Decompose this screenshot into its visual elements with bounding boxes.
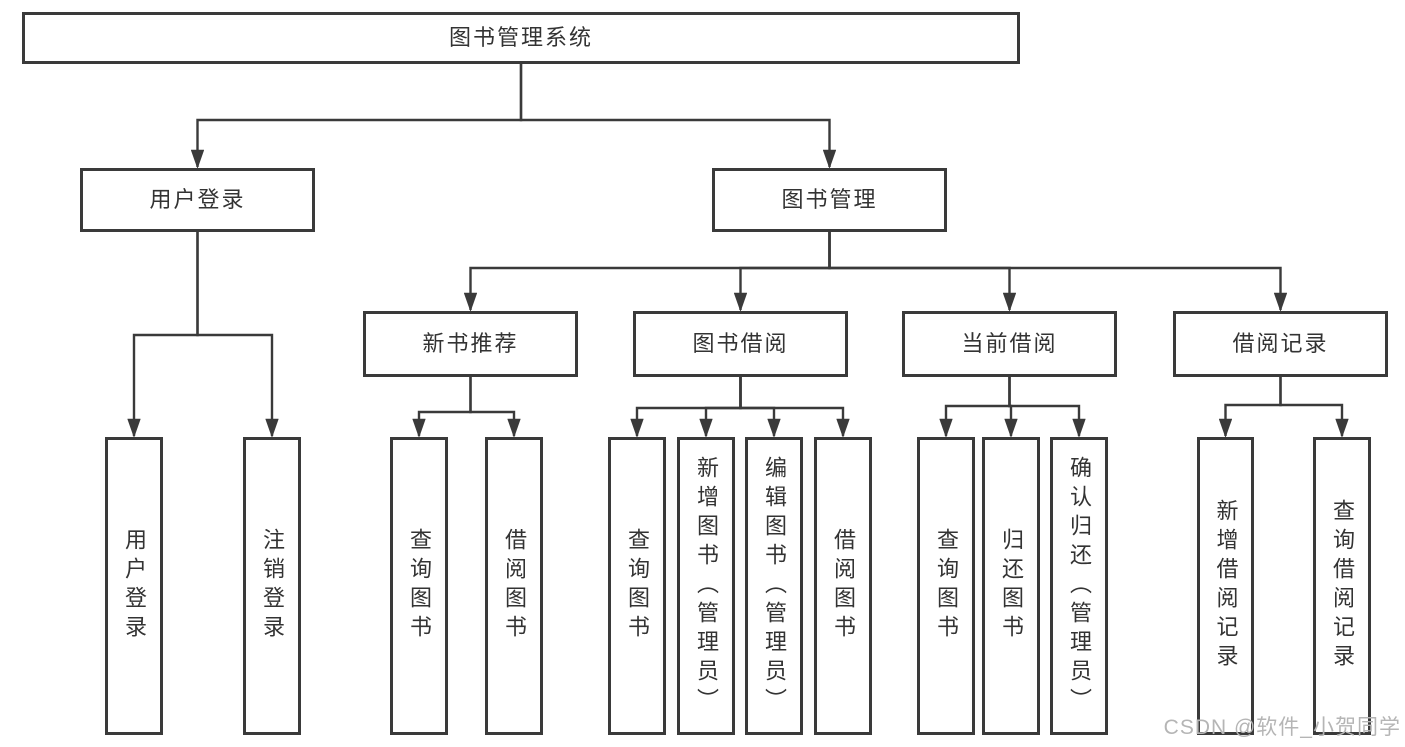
node-label-book-borrow: 图书借阅 <box>692 331 789 356</box>
node-label-new-book-rec: 新书推荐 <box>422 331 519 356</box>
node-leaf-query-borrow-record: 查询借阅记录 <box>1313 437 1371 735</box>
node-label-leaf-edit-book: 编辑图书（管理员） <box>762 455 787 717</box>
node-leaf-add-borrow-record: 新增借阅记录 <box>1197 437 1254 735</box>
node-leaf-return-book: 归还图书 <box>982 437 1040 735</box>
edge-book-borrow-to-leaf-borrow-book-2 <box>739 377 850 438</box>
edge-borrow-records-to-leaf-add-borrow-record <box>1218 377 1282 438</box>
edge-root-to-user-login <box>190 64 523 169</box>
edge-new-book-rec-to-leaf-query-book-1 <box>412 377 472 438</box>
node-label-current-borrow: 当前借阅 <box>961 331 1058 356</box>
node-leaf-query-book-3: 查询图书 <box>917 437 975 735</box>
node-label-leaf-add-book: 新增图书（管理员） <box>694 455 719 717</box>
node-label-leaf-borrow-book-1: 借阅图书 <box>502 528 527 644</box>
node-label-leaf-add-borrow-record: 新增借阅记录 <box>1213 499 1239 673</box>
node-label-leaf-query-borrow-record: 查询借阅记录 <box>1330 499 1355 673</box>
node-new-book-rec: 新书推荐 <box>363 311 578 377</box>
node-leaf-logout: 注销登录 <box>243 437 301 735</box>
edge-book-mgmt-to-book-borrow <box>733 232 831 312</box>
edge-book-mgmt-to-borrow-records <box>828 232 1288 312</box>
edge-user-login-to-leaf-logout <box>196 232 279 438</box>
edge-current-borrow-to-leaf-query-book-3 <box>939 377 1011 438</box>
node-leaf-add-book: 新增图书（管理员） <box>677 437 735 735</box>
node-leaf-borrow-book-1: 借阅图书 <box>485 437 543 735</box>
node-label-borrow-records: 借阅记录 <box>1232 331 1329 356</box>
node-label-leaf-user-login: 用户登录 <box>122 528 147 644</box>
edge-book-mgmt-to-current-borrow <box>828 232 1017 312</box>
node-leaf-query-book-1: 查询图书 <box>390 437 448 735</box>
edge-book-mgmt-to-new-book-rec <box>463 232 831 312</box>
node-leaf-query-book-2: 查询图书 <box>608 437 666 735</box>
node-leaf-user-login: 用户登录 <box>105 437 163 735</box>
edge-user-login-to-leaf-user-login <box>127 232 199 438</box>
node-leaf-edit-book: 编辑图书（管理员） <box>745 437 803 735</box>
node-user-login: 用户登录 <box>80 168 315 232</box>
edge-borrow-records-to-leaf-query-borrow-record <box>1279 377 1349 438</box>
edge-current-borrow-to-leaf-confirm-return <box>1008 377 1086 438</box>
node-book-mgmt: 图书管理 <box>712 168 947 232</box>
edge-new-book-rec-to-leaf-borrow-book-1 <box>469 377 521 438</box>
node-label-leaf-confirm-return: 确认归还（管理员） <box>1067 455 1092 717</box>
edge-book-borrow-to-leaf-query-book-2 <box>630 377 742 438</box>
node-book-borrow: 图书借阅 <box>633 311 848 377</box>
node-label-root: 图书管理系统 <box>448 25 593 50</box>
node-borrow-records: 借阅记录 <box>1173 311 1388 377</box>
node-current-borrow: 当前借阅 <box>902 311 1117 377</box>
node-root: 图书管理系统 <box>22 12 1020 64</box>
node-label-leaf-logout: 注销登录 <box>260 528 285 644</box>
node-label-leaf-borrow-book-2: 借阅图书 <box>831 528 856 644</box>
node-leaf-confirm-return: 确认归还（管理员） <box>1050 437 1108 735</box>
node-label-leaf-query-book-2: 查询图书 <box>625 528 650 644</box>
node-label-leaf-return-book: 归还图书 <box>999 528 1024 644</box>
node-leaf-borrow-book-2: 借阅图书 <box>814 437 872 735</box>
node-label-user-login: 用户登录 <box>149 187 246 212</box>
node-label-leaf-query-book-1: 查询图书 <box>407 528 432 644</box>
node-label-book-mgmt: 图书管理 <box>781 187 878 212</box>
edge-book-borrow-to-leaf-edit-book <box>739 377 781 438</box>
edge-book-borrow-to-leaf-add-book <box>699 377 742 438</box>
watermark: CSDN @软件_小贺同学 <box>1163 716 1401 739</box>
node-label-leaf-query-book-3: 查询图书 <box>934 528 959 644</box>
edge-root-to-book-mgmt <box>519 64 837 169</box>
